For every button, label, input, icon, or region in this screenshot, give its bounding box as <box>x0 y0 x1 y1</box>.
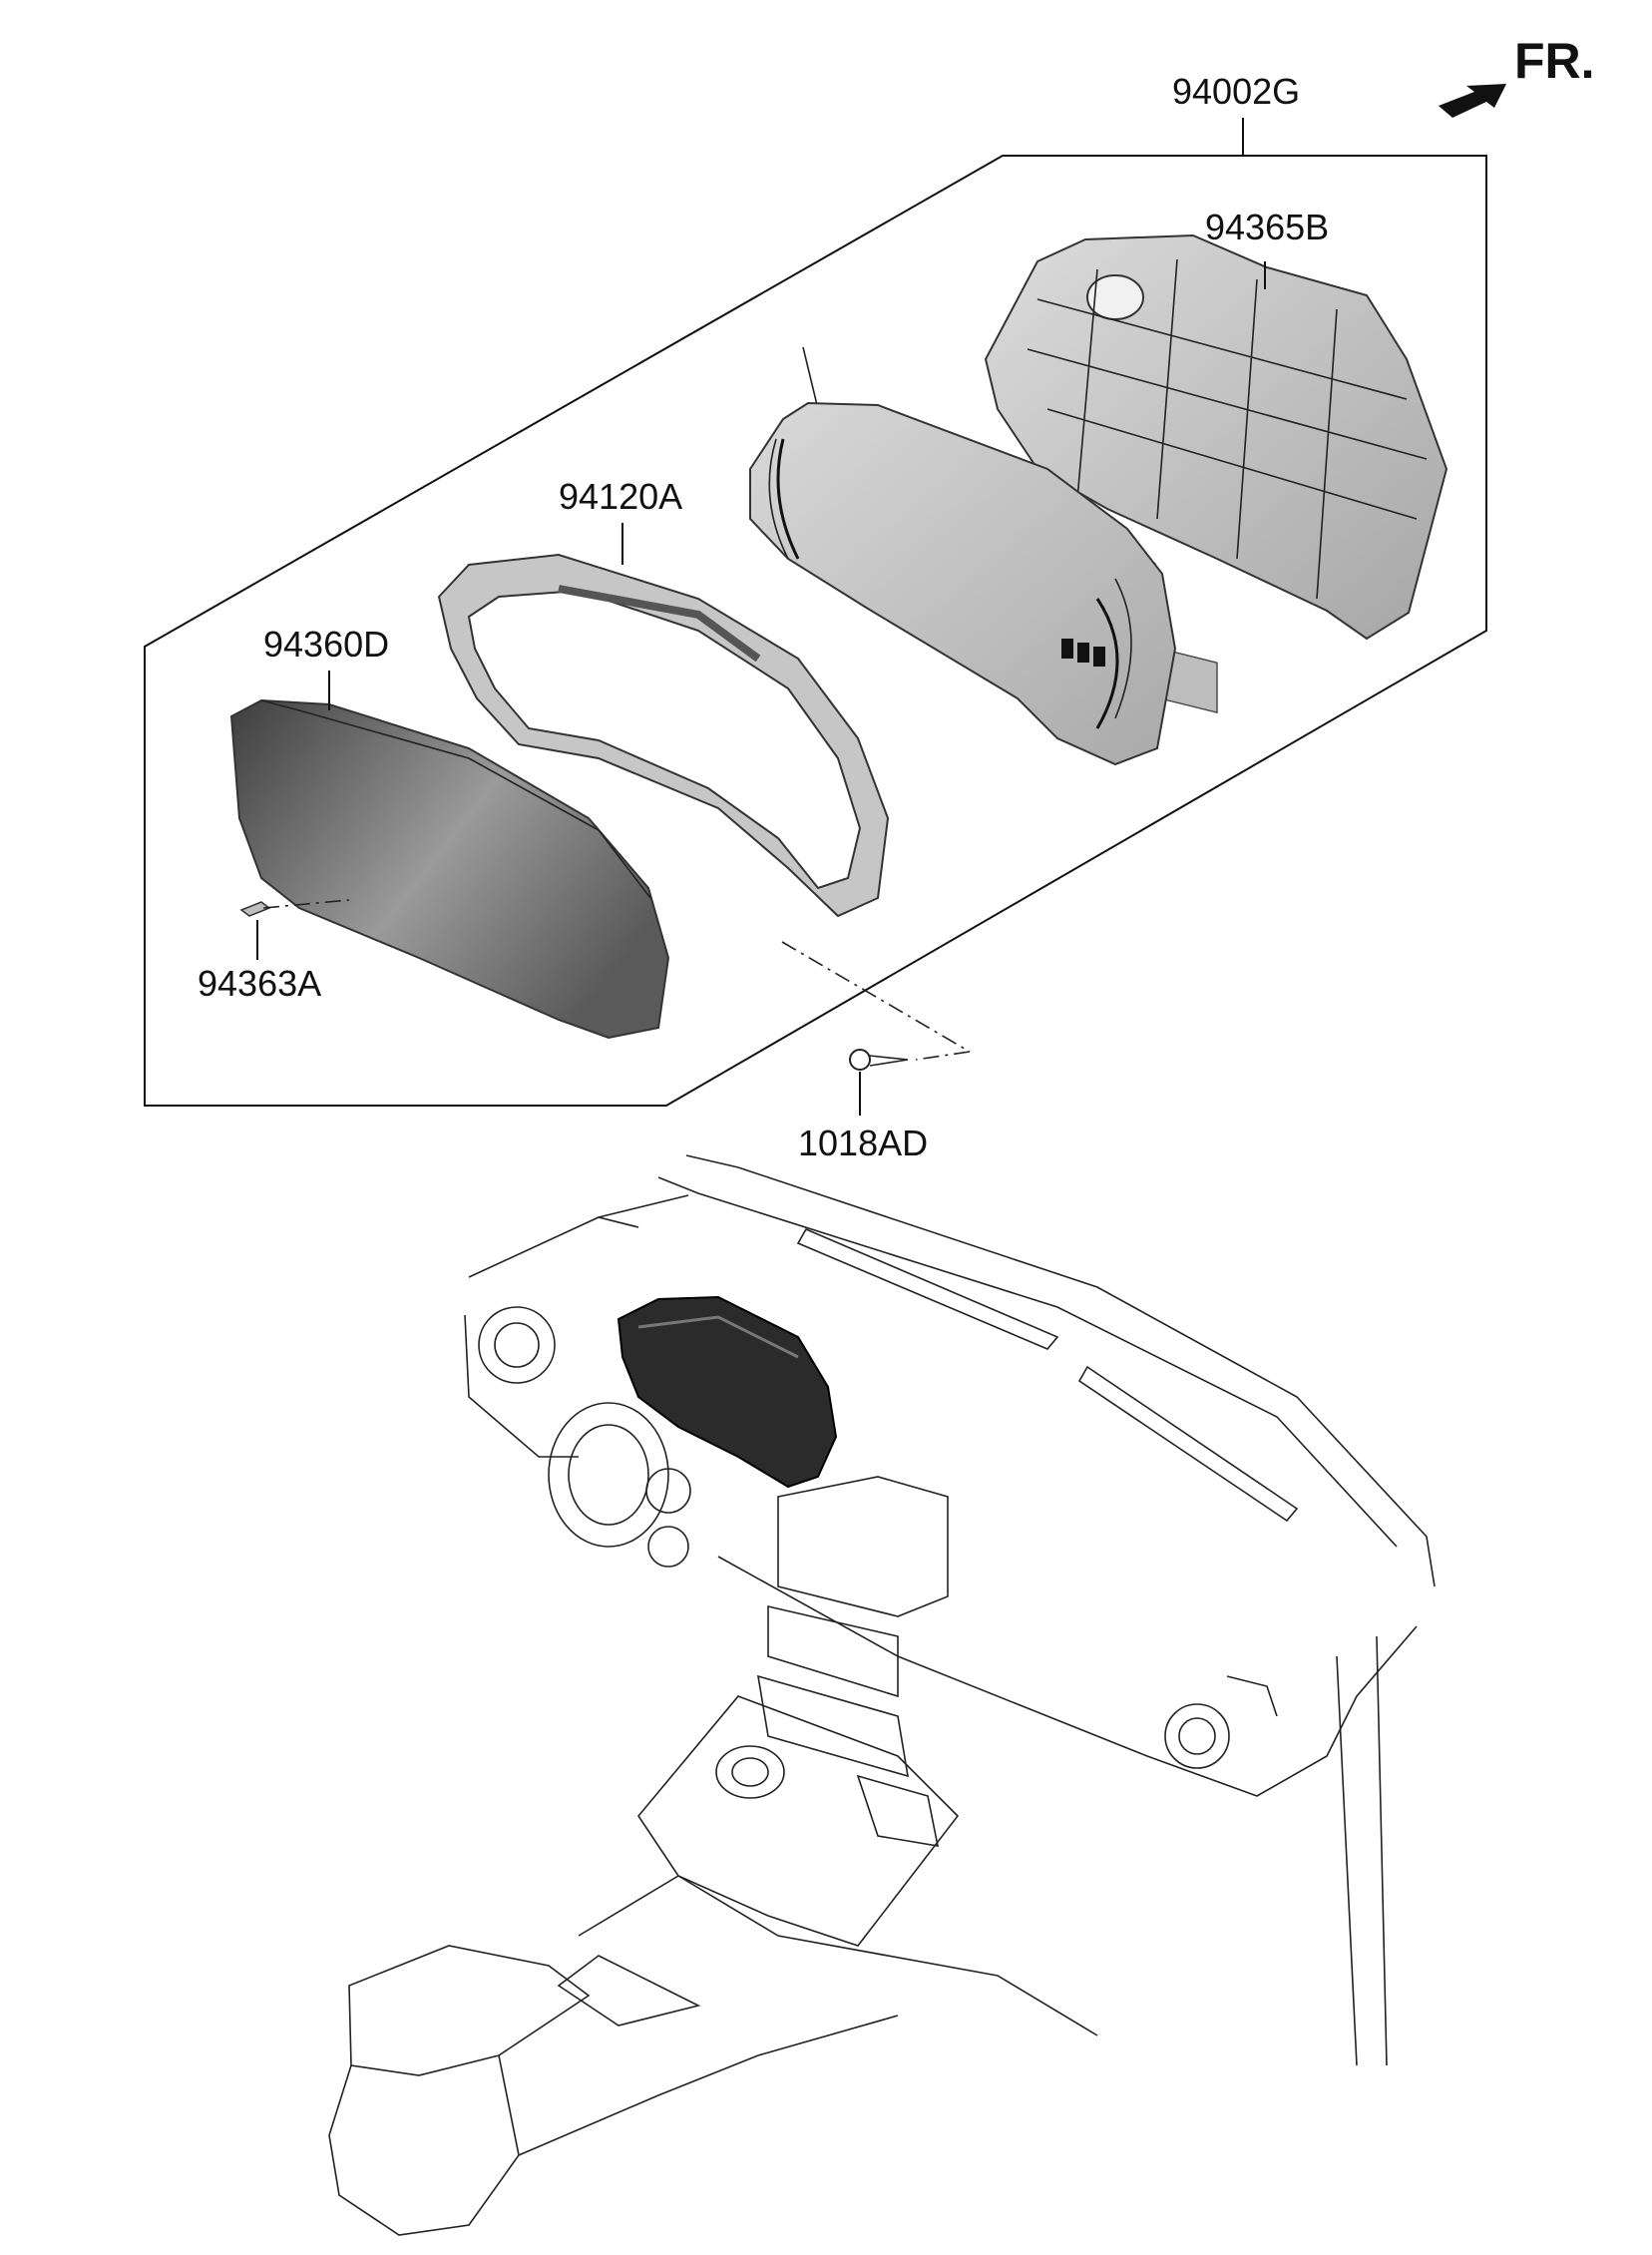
dashboard-context-drawing <box>328 1154 1436 2236</box>
callout-assembly: 94002G <box>1172 71 1300 112</box>
front-arrow-icon <box>1439 84 1506 118</box>
callout-window: 94360D <box>263 624 389 665</box>
front-direction-indicator: FR. <box>1439 33 1595 118</box>
case-part: 94120A <box>437 476 890 918</box>
back-cover-part: 94365B <box>984 207 1448 714</box>
window-part: 94360D <box>229 624 670 1040</box>
callout-clip: 94363A <box>198 963 321 1004</box>
direction-label: FR. <box>1514 33 1595 89</box>
display-face-part <box>749 346 1177 766</box>
callout-screw: 1018AD <box>798 1123 928 1163</box>
clip-part: 94363A <box>198 899 350 1004</box>
callout-case: 94120A <box>559 476 682 517</box>
highlighted-cluster <box>617 1295 838 1489</box>
screw-part: 1018AD <box>781 941 971 1163</box>
assembly-frame: 94002G <box>144 71 1487 1107</box>
callout-back-cover: 94365B <box>1205 207 1329 247</box>
